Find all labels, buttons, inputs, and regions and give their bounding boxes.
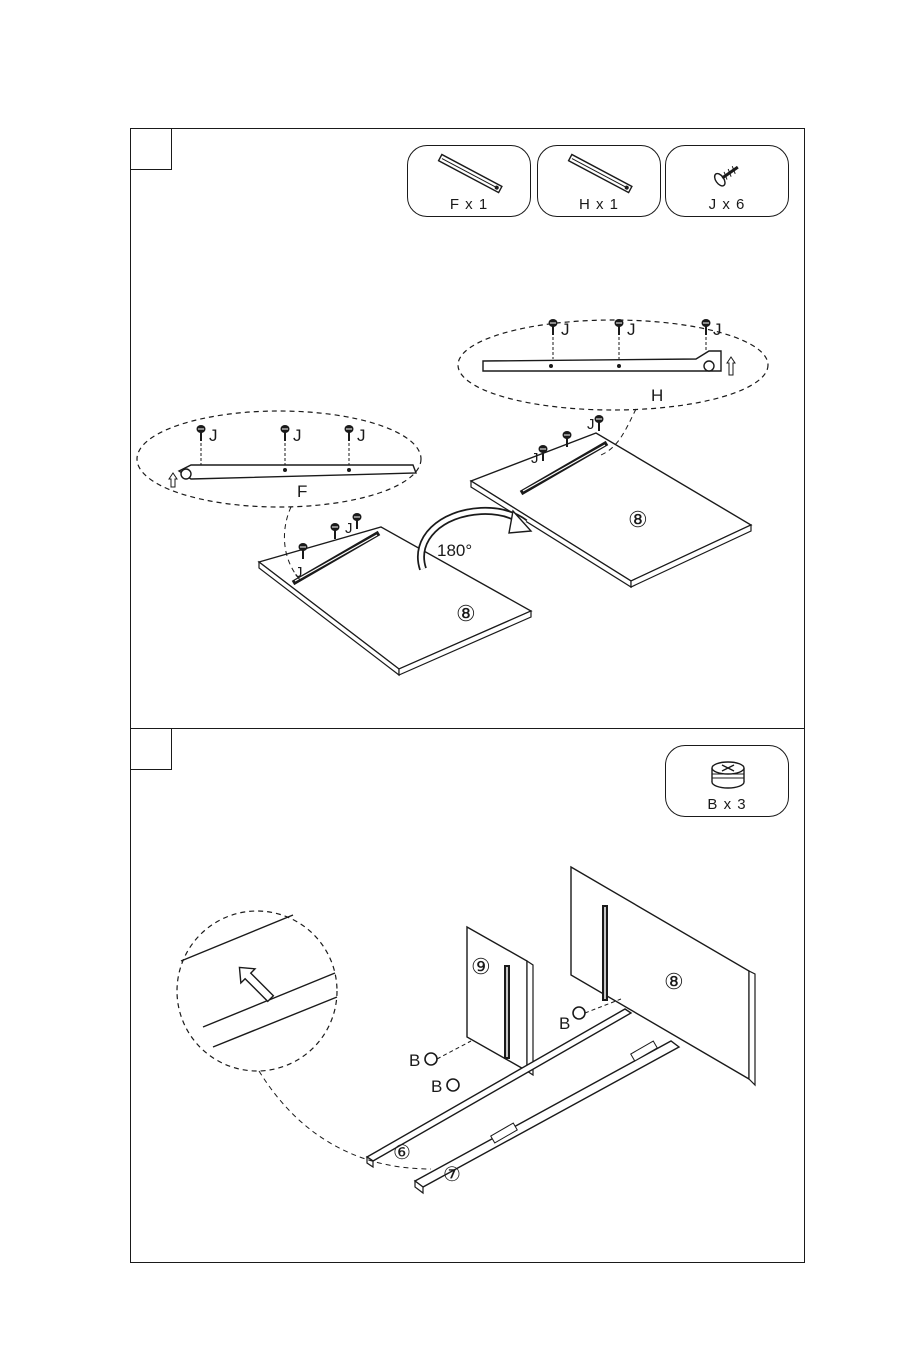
screw-label: J — [531, 450, 539, 467]
step-1-panel: F x 1 H x 1 J x 6 — [130, 128, 805, 729]
cam-label: B — [559, 1014, 570, 1033]
screw-label: J — [713, 320, 722, 339]
screw-label: J — [295, 564, 303, 581]
board-8-right-number: ⑧ — [628, 507, 648, 532]
screw-label: J — [293, 426, 302, 445]
detail-magnifier — [177, 911, 431, 1169]
panel-9-number: ⑨ — [471, 954, 491, 979]
step-2-panel: B x 3 ⑧ ⑨ ⑥ ⑦ — [130, 728, 805, 1263]
screw-label: J — [627, 320, 636, 339]
screw-label: J — [209, 426, 218, 445]
cam-label: B — [409, 1051, 420, 1070]
rail-f-label: F — [297, 482, 307, 501]
screw-label: J — [561, 320, 570, 339]
step-1-illustration: ⑧ ⑧ 180° — [131, 129, 803, 727]
screw-label: J — [357, 426, 366, 445]
rail-7-number: ⑦ — [443, 1164, 461, 1186]
screw-label: J — [587, 416, 595, 433]
panel-8-number: ⑧ — [664, 969, 684, 994]
rotation-label: 180° — [437, 541, 472, 560]
panel-9: ⑨ — [467, 927, 533, 1075]
rail-6-number: ⑥ — [393, 1142, 411, 1164]
cam-label: B — [431, 1077, 442, 1096]
step-2-illustration: ⑧ ⑨ ⑥ ⑦ B — [131, 729, 803, 1261]
screw-label: J — [345, 520, 353, 537]
rail-h-label: H — [651, 386, 663, 405]
board-8-left-number: ⑧ — [456, 601, 476, 626]
rail-7: ⑦ — [415, 1041, 679, 1193]
